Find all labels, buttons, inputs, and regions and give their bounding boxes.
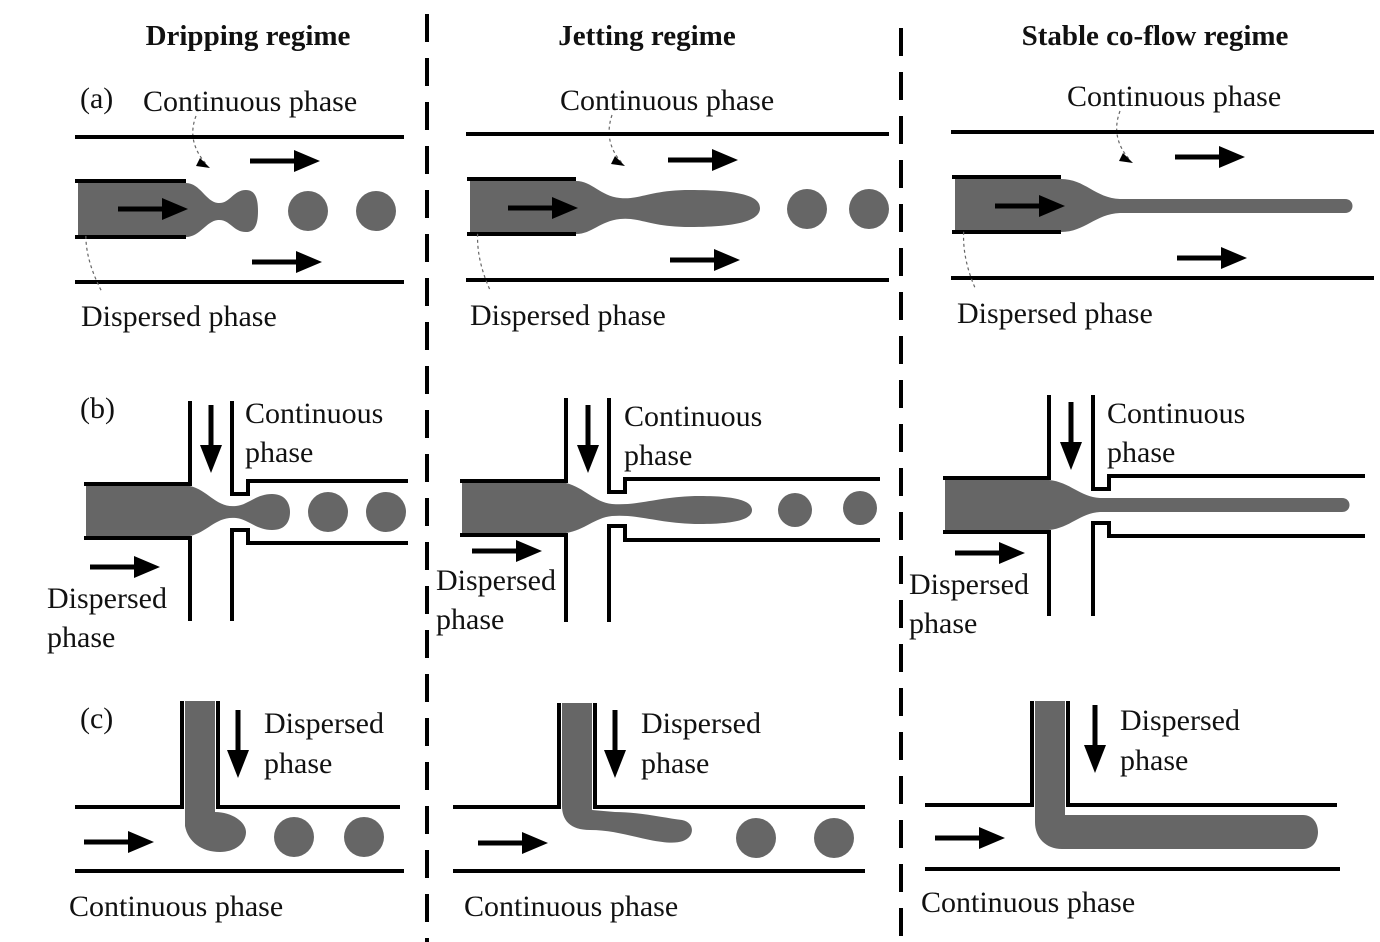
droplet: [814, 818, 854, 858]
arrow-down-icon: [1060, 402, 1082, 470]
label-continuous: Continuous: [245, 397, 383, 430]
arrow-right-icon: [1177, 247, 1247, 269]
header-coflow-regime: Stable co-flow regime: [1022, 20, 1289, 52]
arrow-right-icon: [955, 542, 1025, 564]
panel-b-coflow: Continuous phase Dispersed phase: [909, 395, 1365, 640]
droplet: [366, 492, 406, 532]
droplet: [787, 189, 827, 229]
header-dripping-regime: Dripping regime: [146, 20, 351, 52]
label-dispersed-phase: Dispersed phase: [470, 299, 666, 332]
panel-a-jetting: Continuous phase Dispersed phase: [466, 84, 889, 332]
panel-a-coflow: Continuous phase Dispersed phase: [951, 80, 1374, 330]
label-continuous-phase: Continuous phase: [69, 890, 283, 923]
label-phase: phase: [641, 747, 709, 780]
label-phase: phase: [245, 436, 313, 469]
arrow-right-icon: [252, 251, 322, 273]
label-continuous-phase: Continuous phase: [1067, 80, 1281, 113]
droplet: [344, 817, 384, 857]
arrow-right-icon: [84, 831, 154, 853]
arrow-right-icon: [1175, 146, 1245, 168]
label-continuous-phase: Continuous phase: [143, 85, 357, 118]
arrow-right-icon: [668, 149, 738, 171]
arrow-right-icon: [935, 827, 1005, 849]
row-label-a: (a): [80, 82, 113, 115]
label-dispersed-phase: Dispersed phase: [957, 297, 1153, 330]
label-phase: phase: [264, 747, 332, 780]
panel-b-dripping: Continuous phase Dispersed phase: [47, 397, 408, 654]
label-dispersed: Dispersed: [909, 568, 1029, 601]
arrow-down-icon: [1084, 705, 1106, 773]
droplet: [736, 818, 776, 858]
label-dispersed: Dispersed: [641, 707, 761, 740]
arrow-right-icon: [478, 832, 548, 854]
row-label-c: (c): [80, 702, 113, 735]
label-phase: phase: [909, 607, 977, 640]
arrow-down-icon: [604, 710, 626, 778]
arrow-right-icon: [670, 249, 740, 271]
arrow-right-icon: [472, 540, 542, 562]
label-dispersed: Dispersed: [436, 564, 556, 597]
arrow-down-icon: [227, 710, 249, 778]
label-dispersed: Dispersed: [1120, 704, 1240, 737]
label-phase: phase: [436, 603, 504, 636]
droplet: [849, 189, 889, 229]
row-label-b: (b): [80, 392, 115, 425]
label-dispersed: Dispersed: [47, 582, 167, 615]
label-continuous: Continuous: [1107, 397, 1245, 430]
droplet: [356, 191, 396, 231]
label-continuous-phase: Continuous phase: [560, 84, 774, 117]
droplet: [288, 191, 328, 231]
droplet: [778, 493, 812, 527]
label-continuous: Continuous: [624, 400, 762, 433]
panel-c-coflow: Dispersed phase Continuous phase: [921, 701, 1340, 919]
panel-a-dripping: Continuous phase Dispersed phase: [75, 85, 404, 333]
header-jetting-regime: Jetting regime: [558, 20, 736, 52]
arrow-right-icon: [90, 556, 160, 578]
droplet: [308, 492, 348, 532]
label-continuous-phase: Continuous phase: [464, 890, 678, 923]
label-dispersed: Dispersed: [264, 707, 384, 740]
droplet: [843, 491, 877, 525]
arrow-down-icon: [200, 405, 222, 473]
label-phase: phase: [1120, 744, 1188, 777]
label-phase: phase: [1107, 436, 1175, 469]
label-phase: phase: [47, 621, 115, 654]
panel-c-jetting: Dispersed phase Continuous phase: [453, 703, 865, 923]
droplet: [274, 817, 314, 857]
panel-c-dripping: Dispersed phase Continuous phase: [69, 701, 404, 923]
label-dispersed-phase: Dispersed phase: [81, 300, 277, 333]
label-continuous-phase: Continuous phase: [921, 886, 1135, 919]
label-phase: phase: [624, 439, 692, 472]
arrow-right-icon: [250, 150, 320, 172]
panel-b-jetting: Continuous phase Dispersed phase: [436, 398, 880, 636]
arrow-down-icon: [577, 405, 599, 473]
